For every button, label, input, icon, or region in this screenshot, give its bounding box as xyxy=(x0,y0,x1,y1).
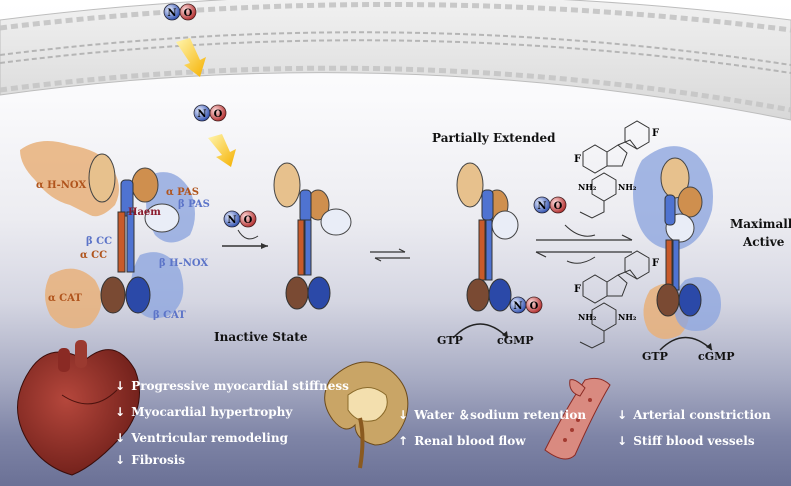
no-molecule: N O xyxy=(223,210,257,228)
svg-text:O: O xyxy=(554,201,563,212)
alpha-cat-label: α CAT xyxy=(48,293,82,304)
svg-text:N: N xyxy=(227,215,236,226)
cgmp-label: cGMP xyxy=(698,350,735,363)
down-arrow-icon: ↓ xyxy=(115,453,126,467)
gtp-label: GTP xyxy=(437,334,463,347)
no-diffusion-arrow xyxy=(208,134,236,167)
svg-text:N: N xyxy=(197,109,206,120)
svg-text:N: N xyxy=(167,8,176,19)
sgc-partial-protein xyxy=(456,162,519,312)
svg-text:N: N xyxy=(537,201,546,212)
vessel-effects-list: ↓ Arterial constriction ↓ Stiff blood ve… xyxy=(617,402,771,454)
cgmp-label: cGMP xyxy=(497,334,534,347)
up-arrow-icon: ↑ xyxy=(398,434,409,448)
no-molecule: N O xyxy=(509,296,543,314)
amine-label: NH₂ xyxy=(578,312,597,322)
alpha-pas-label: α PAS xyxy=(166,187,199,198)
stimulator-molecule-top xyxy=(579,120,650,219)
effect-item: ↓ Water ＆sodium retention xyxy=(398,402,586,428)
sgc-bound-protein xyxy=(273,162,352,310)
fluorine-atom-label: F xyxy=(574,284,582,295)
effect-item: ↓ Fibrosis xyxy=(115,447,349,473)
no-molecule: N O xyxy=(533,196,567,214)
down-arrow-icon: ↓ xyxy=(115,405,126,419)
beta-pas-label: β PAS xyxy=(178,199,210,210)
down-arrow-icon: ↓ xyxy=(617,434,628,448)
beta-cat-label: β CAT xyxy=(153,310,186,321)
effect-item: ↓ Arterial constriction xyxy=(617,402,771,428)
amine-label: NH₂ xyxy=(618,312,637,322)
heart-effects-list: ↓ Progressive myocardial stiffness ↓ Myo… xyxy=(115,373,349,473)
effect-item: ↓ Ventricular remodeling xyxy=(115,425,349,451)
amine-label: NH₂ xyxy=(578,182,597,192)
sgc-active-protein xyxy=(633,146,721,339)
effect-item: ↑ Renal blood flow xyxy=(398,428,586,454)
cell-membrane xyxy=(0,0,791,121)
heart-illustration xyxy=(17,340,140,476)
svg-text:O: O xyxy=(244,215,253,226)
down-arrow-icon: ↓ xyxy=(398,408,409,422)
down-arrow-icon: ↓ xyxy=(115,431,126,445)
svg-text:N: N xyxy=(513,301,522,312)
partially-extended-label: Partially Extended xyxy=(432,131,556,145)
fluorine-atom-label: F xyxy=(652,258,660,269)
effect-item: ↓ Myocardial hypertrophy xyxy=(115,399,349,425)
kidney-illustration xyxy=(324,361,409,469)
inactive-state-label: Inactive State xyxy=(214,330,308,344)
blood-vessel-illustration xyxy=(544,377,611,460)
fluorine-atom-label: F xyxy=(574,154,582,165)
svg-text:O: O xyxy=(214,109,223,120)
down-arrow-icon: ↓ xyxy=(115,379,126,393)
no-diffusion-arrow xyxy=(176,38,206,77)
maximally-active-label-1: Maximally xyxy=(730,217,791,231)
gtp-label: GTP xyxy=(642,350,668,363)
effect-item: ↓ Progressive myocardial stiffness xyxy=(115,373,349,399)
beta-hnox-label: β H-NOX xyxy=(159,258,209,269)
beta-cc-label: β CC xyxy=(86,236,113,247)
stimulator-molecule-bottom xyxy=(579,250,650,349)
no-molecule: N O xyxy=(163,3,197,21)
alpha-hnox-label: α H-NOX xyxy=(36,180,87,191)
kidney-effects-list: ↓ Water ＆sodium retention ↑ Renal blood … xyxy=(398,402,586,454)
sgc-inactive-protein xyxy=(20,141,195,329)
svg-text:O: O xyxy=(184,8,193,19)
svg-text:O: O xyxy=(530,301,539,312)
haem-label: Haem xyxy=(128,207,161,218)
maximally-active-label-2: Active xyxy=(743,235,785,249)
effect-item: ↓ Stiff blood vessels xyxy=(617,428,771,454)
no-molecule: N O xyxy=(193,104,227,122)
fluorine-atom-label: F xyxy=(652,128,660,139)
down-arrow-icon: ↓ xyxy=(617,408,628,422)
alpha-cc-label: α CC xyxy=(80,250,108,261)
amine-label: NH₂ xyxy=(618,182,637,192)
